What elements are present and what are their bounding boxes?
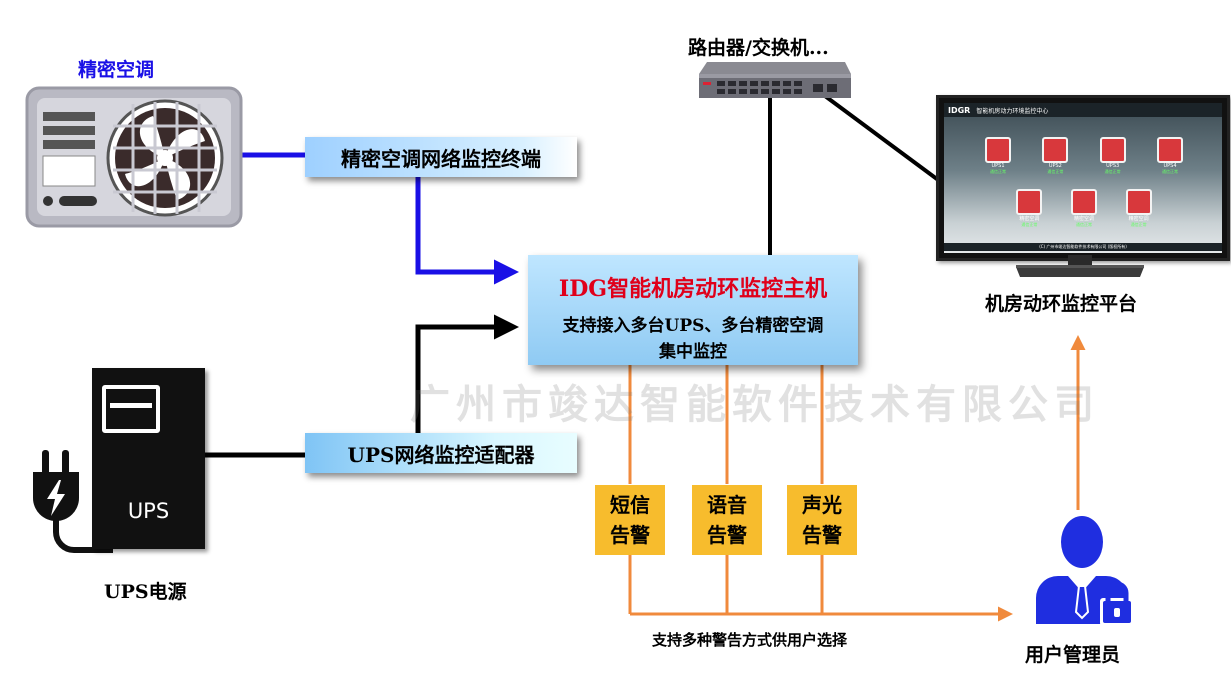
router-label: 路由器/交换机... — [688, 37, 829, 59]
sms-alarm: 短信 告警 — [595, 485, 665, 555]
monitor-logo: IDGR — [948, 105, 971, 115]
ups-unit-label: UPS — [127, 499, 170, 523]
ac-network-terminal: 精密空调网络监控终端 — [305, 137, 577, 177]
monitoring-host: IDG智能机房动环监控主机 支持接入多台UPS、多台精密空调 集中监控 — [528, 255, 858, 365]
platform-label: 机房动环监控平台 — [985, 293, 1138, 315]
host-subtitle-line2: 集中监控 — [659, 342, 727, 362]
host-subtitle: 支持接入多台UPS、多台精密空调 集中监控 — [528, 313, 858, 365]
host-subtitle-line1: 支持接入多台UPS、多台精密空调 — [562, 316, 824, 336]
precision-ac-icon — [25, 86, 243, 228]
ups-network-adapter: UPS网络监控适配器 — [305, 433, 577, 473]
sound-light-alarm: 声光 告警 — [787, 485, 857, 555]
ac-label: 精密空调 — [78, 59, 155, 81]
voice-alarm: 语音 告警 — [692, 485, 762, 555]
arrow-terminal-host — [415, 177, 519, 285]
user-admin-icon — [1036, 516, 1134, 626]
router-switch-icon — [699, 62, 851, 98]
host-title: IDG智能机房动环监控主机 — [558, 276, 828, 302]
monitor-header: IDGR 智能机房动力环境监控中心 — [944, 103, 1222, 117]
alarm-lines — [628, 335, 1086, 622]
monitor-tile: 精密空调 通信正常 — [1014, 189, 1044, 228]
monitor-screen: IDGR 智能机房动力环境监控中心 UPS1 通信正常 UPS2 通信正常 UP… — [944, 103, 1222, 253]
user-admin-label: 用户管理员 — [1025, 644, 1121, 666]
monitor-app-title: 智能机房动力环境监控中心 — [976, 107, 1049, 115]
power-plug-icon — [33, 450, 113, 553]
monitor-tile: UPS3 通信正常 — [1099, 137, 1127, 175]
line-router-monitor — [823, 94, 947, 187]
ups-power-label: UPS电源 — [104, 581, 187, 603]
monitor-tile: UPS4 通信正常 — [1156, 137, 1184, 175]
ups-display — [102, 385, 160, 433]
monitor-tile: UPS2 通信正常 — [1041, 137, 1069, 175]
monitor-tile: 精密空调 通信正常 — [1124, 189, 1154, 228]
monitor-footer: (C) 广州市竣达智能软件技术有限公司 (版权所有) — [944, 243, 1222, 251]
alarm-methods-label: 支持多种警告方式供用户选择 — [652, 631, 848, 649]
arrow-adapter-host — [415, 314, 519, 433]
monitor-tile: 精密空调 通信正常 — [1069, 189, 1099, 228]
monitor-stand — [1016, 255, 1144, 277]
monitor-tile: UPS1 通信正常 — [984, 137, 1012, 175]
watermark: 广州市竣达智能软件技术有限公司 — [410, 381, 1100, 428]
monitor-tiles: UPS1 通信正常 UPS2 通信正常 UPS3 通信正常 UPS4 通信正常 — [984, 137, 1184, 228]
monitor: IDGR 智能机房动力环境监控中心 UPS1 通信正常 UPS2 通信正常 UP… — [936, 95, 1230, 261]
ups-unit: UPS — [92, 368, 205, 549]
